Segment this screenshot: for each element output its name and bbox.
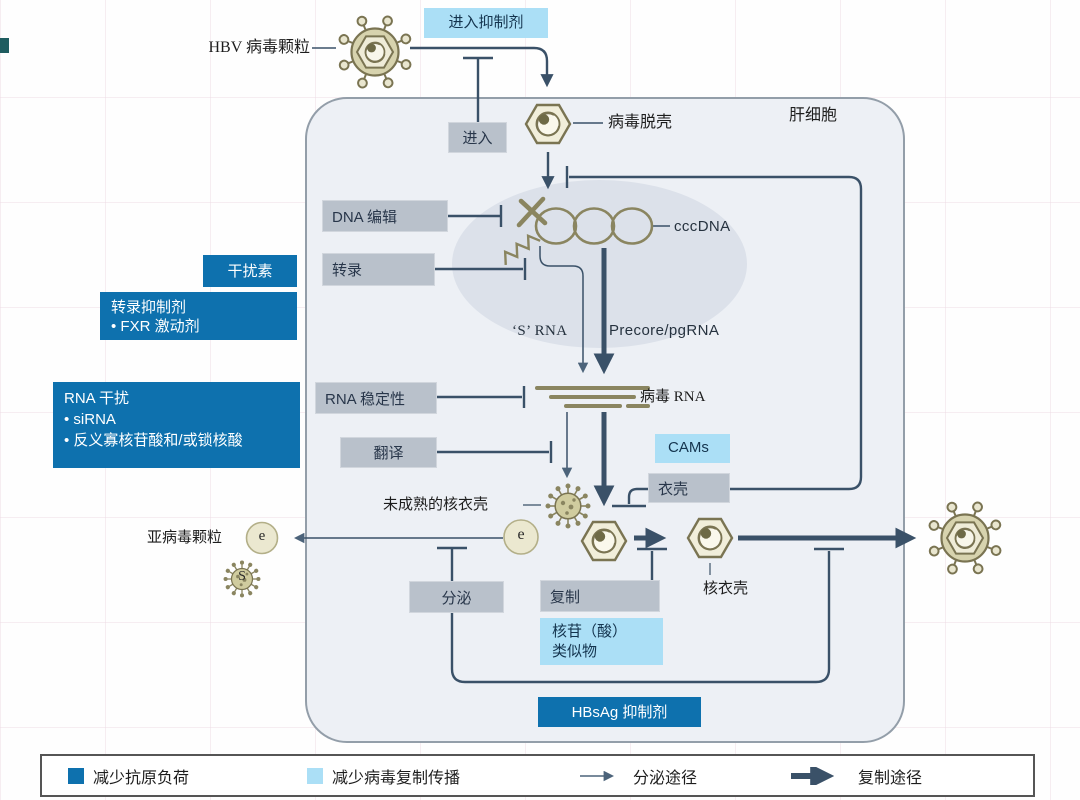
exported-virion-icon [927,500,1003,576]
drug-hbsag-inhibitors: HBsAg 抑制剂 [538,697,701,727]
uncoating-capsid-icon [524,103,572,145]
drug-line: • 反义寡核苷酸和/或锁核酸 [64,432,243,449]
drug-interferon: 干扰素 [203,255,297,287]
precore-pgrna-label: Precore/pgRNA [609,322,720,339]
viral-rna-strands-icon [535,386,650,408]
cccdna-label: cccDNA [674,218,731,235]
subviral-particles-label: 亚病毒颗粒 [147,530,223,546]
step-secretion: 分泌 [409,581,504,613]
legend: 减少抗原负荷 减少病毒复制传播 分泌途径 复制途径 [40,754,1035,797]
drug-entry-inhibitors: 进入抑制剂 [424,8,548,38]
legend-item: 分泌途径 [578,764,697,788]
capsid-icon [580,520,628,562]
step-translation: 翻译 [340,437,437,468]
drug-cams: CAMs [655,434,730,463]
legend-label: 分泌途径 [633,769,698,787]
step-rna-stability: RNA 稳定性 [315,382,437,414]
step-transcription: 转录 [322,253,435,286]
thin-arrow-icon [580,770,615,781]
rcdna-icon [503,196,548,265]
hbv-virion-icon [337,14,413,90]
drug-line: 类似物 [552,643,598,660]
drug-line: RNA 干扰 [64,390,130,407]
immature-nucleocapsid-label: 未成熟的核衣壳 [383,497,489,513]
nucleocapsid-icon [686,517,734,559]
legend-label: 复制途径 [858,769,923,787]
drug-line: • FXR 激动剂 [111,318,200,335]
hepatocyte-label: 肝细胞 [789,107,838,124]
step-dna-editing: DNA 编辑 [322,200,448,232]
drug-rna-interference: RNA 干扰 • siRNA • 反义寡核苷酸和/或锁核酸 [53,382,300,468]
step-capsid: 衣壳 [648,473,730,503]
viral-uncoating-label: 病毒脱壳 [608,114,673,131]
e-antigen-icon [503,519,539,555]
legend-item: 减少病毒复制传播 [307,764,460,788]
step-replication: 复制 [540,580,660,612]
drug-transcription-inhibitors: 转录抑制剂 • FXR 激动剂 [100,292,297,340]
immature-nucleocapsid-icon [545,483,591,529]
legend-item: 减少抗原负荷 [68,764,189,788]
drug-line: 转录抑制剂 [111,299,187,316]
e-antigen-secreted-letter: e [258,528,266,544]
drug-line: 核苷（酸） [552,623,628,640]
thick-arrow-icon [791,766,835,785]
cccdna-icon [534,207,654,245]
viral-rna-label: 病毒 RNA [640,389,706,405]
s-rna-label: ‘S’ RNA [512,323,568,339]
s-antigen-letter: S [238,569,246,584]
dark-square-icon [68,767,84,784]
drug-line: • siRNA [64,411,116,428]
page-edge-artifact [0,38,9,53]
e-antigen-secreted-icon [245,521,279,555]
light-square-icon [307,767,324,784]
e-antigen-letter: e [517,526,525,543]
hbv-virion-label: HBV 病毒颗粒 [208,39,311,56]
step-entry: 进入 [448,122,507,153]
drug-nucleoside-analogues: 核苷（酸） 类似物 [540,618,663,665]
legend-label: 减少抗原负荷 [93,769,190,787]
legend-item: 复制途径 [789,764,922,788]
nucleocapsid-label: 核衣壳 [703,581,749,597]
legend-label: 减少病毒复制传播 [332,769,461,787]
